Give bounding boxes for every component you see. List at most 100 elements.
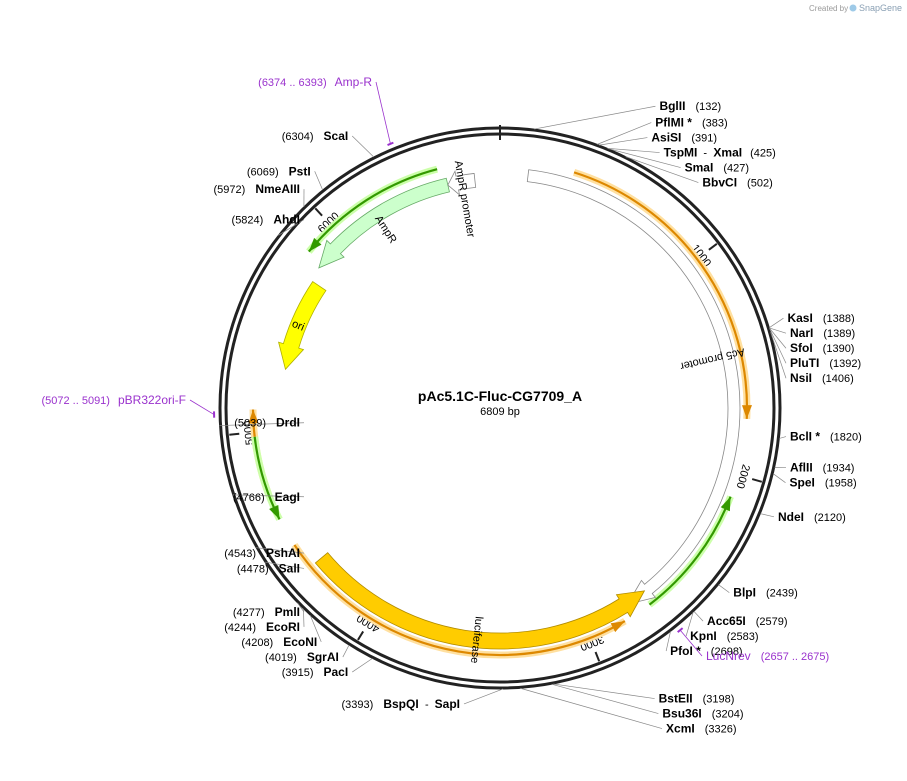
site-bglii: BglII(132) <box>659 99 721 113</box>
site-nmeaiii: NmeAIII(5972) <box>214 182 300 196</box>
translation-arrowhead <box>308 237 322 252</box>
site-leader-line <box>779 436 787 439</box>
site-leader-line <box>297 602 305 613</box>
site-leader-line <box>693 611 704 622</box>
site-position: (4766) <box>233 492 265 504</box>
translation-arrowhead <box>720 496 731 512</box>
credit-brand: SnapGene <box>859 3 902 13</box>
site-sali: SalI (4478) <box>237 561 300 575</box>
site-leader-line <box>760 513 775 518</box>
site-position: (1388) <box>823 313 855 325</box>
credit-prefix: Created by <box>809 4 848 13</box>
site-blpi: BlpI (2439) <box>733 586 797 600</box>
site-position: (427) <box>723 163 749 175</box>
translation-arrowhead <box>248 409 259 424</box>
primer-range: (6374 .. 6393) <box>258 77 327 89</box>
site-name: DrdI <box>276 416 300 430</box>
primer-leader-line <box>679 629 703 657</box>
site-bbvci: BbvCI(502) <box>702 176 772 190</box>
site-leader-line <box>551 683 659 714</box>
site-paci: PacI(3915) <box>282 665 348 679</box>
site-name: Acc65I <box>707 614 746 628</box>
site-name: Bsu36I <box>662 707 701 721</box>
site-name: BlpI <box>733 586 756 600</box>
site-leader-line <box>769 328 787 364</box>
site-name: PflMI * <box>655 116 692 130</box>
site-name: SgrAI <box>307 650 339 664</box>
site-name: PshAI <box>266 546 300 560</box>
site-position: (391) <box>691 133 717 145</box>
site-position: (2439) <box>766 588 798 600</box>
site-leader-line <box>625 156 699 183</box>
site-name: PstI <box>289 164 311 178</box>
site-leader-line <box>303 608 305 627</box>
site-position: (6069) <box>247 166 279 178</box>
site-position: (4478) <box>237 563 269 575</box>
site-leader-line <box>599 137 648 146</box>
site-leader-line <box>264 561 305 569</box>
site-name: NmeAIII <box>255 182 300 196</box>
site-dash: - <box>425 699 429 711</box>
primer-range: (2657 .. 2675) <box>761 651 830 663</box>
site-smai: SmaI(427) <box>685 161 749 175</box>
tick-mark <box>229 432 240 436</box>
site-leader-line <box>256 547 305 554</box>
tick-label: 2000 <box>734 463 752 490</box>
plasmid-center-label: pAc5.1C-Fluc-CG7709_A 6809 bp <box>418 388 582 418</box>
site-name: EcoNI <box>283 635 317 649</box>
site-leader-line <box>309 615 322 643</box>
site-position: (6304) <box>282 131 314 143</box>
site-leader-line <box>685 611 694 637</box>
site-bspqi: SapI-BspQI(3393) <box>342 697 460 711</box>
site-position: (4208) <box>241 637 273 649</box>
site-xcmi: XcmI(3326) <box>666 722 736 736</box>
site-name: BbvCI <box>702 176 737 190</box>
luciferase-arrow <box>314 552 646 650</box>
site-pmli: PmlI(4277) <box>233 605 300 619</box>
site-name: PfoI * <box>670 644 701 658</box>
site-position: (4543) <box>224 548 256 560</box>
site-position: (4277) <box>233 607 265 619</box>
site-name: AhdI <box>273 213 300 227</box>
site-nsii: NsiI (1406) <box>790 371 854 385</box>
ampr-promoter-feature: AmpR promoter <box>447 160 477 239</box>
site-leader-line <box>773 473 786 483</box>
site-tspmi: TspMI-XmaI(425) <box>664 146 776 160</box>
site-dash: - <box>703 148 707 160</box>
snapgene-credit: Created by SnapGene <box>809 3 902 13</box>
site-leader-line <box>278 219 305 236</box>
site-position: (5039) <box>234 418 266 430</box>
ori-feature: ori <box>278 281 327 371</box>
site-drdi: DrdI (5039) <box>234 416 300 430</box>
site-ecori: EcoRI(4244) <box>224 620 300 634</box>
site-name: EagI <box>275 490 300 504</box>
site-name: BspQI <box>383 697 418 711</box>
translation-arc <box>648 496 732 606</box>
site-position: (1820) <box>830 432 862 444</box>
site-asisi: AsiSI(391) <box>651 131 717 145</box>
site-kasi: KasI(1388) <box>787 311 854 325</box>
primer-leader-line <box>189 399 215 415</box>
site-name: SalI <box>279 561 300 575</box>
site-position: (1390) <box>823 343 855 355</box>
site-name: PacI <box>324 665 349 679</box>
translation-arc <box>573 171 749 419</box>
site-name: EcoRI <box>266 620 300 634</box>
site-name: NsiI <box>790 371 812 385</box>
site-position: (1958) <box>825 478 857 490</box>
site-kpni: KpnI(2583) <box>690 629 758 643</box>
translation-arrowhead <box>269 504 280 520</box>
translation-arc <box>293 544 626 657</box>
site-name: PluTI <box>790 356 819 370</box>
site-position: (3326) <box>705 724 737 736</box>
primer-pbr322ori-f: pBR322ori-F(5072 .. 5091) <box>41 393 215 415</box>
site-name: SfoI <box>790 341 813 355</box>
site-sfoi: SfoI (1390) <box>790 341 854 355</box>
translation-arrowhead <box>610 621 625 633</box>
site-econi: EcoNI (4208) <box>241 635 317 649</box>
site-position: (1406) <box>822 373 854 385</box>
site-leader-line <box>219 422 305 426</box>
site-acc65i: Acc65I(2579) <box>707 614 788 628</box>
site-leader-line <box>607 148 681 168</box>
